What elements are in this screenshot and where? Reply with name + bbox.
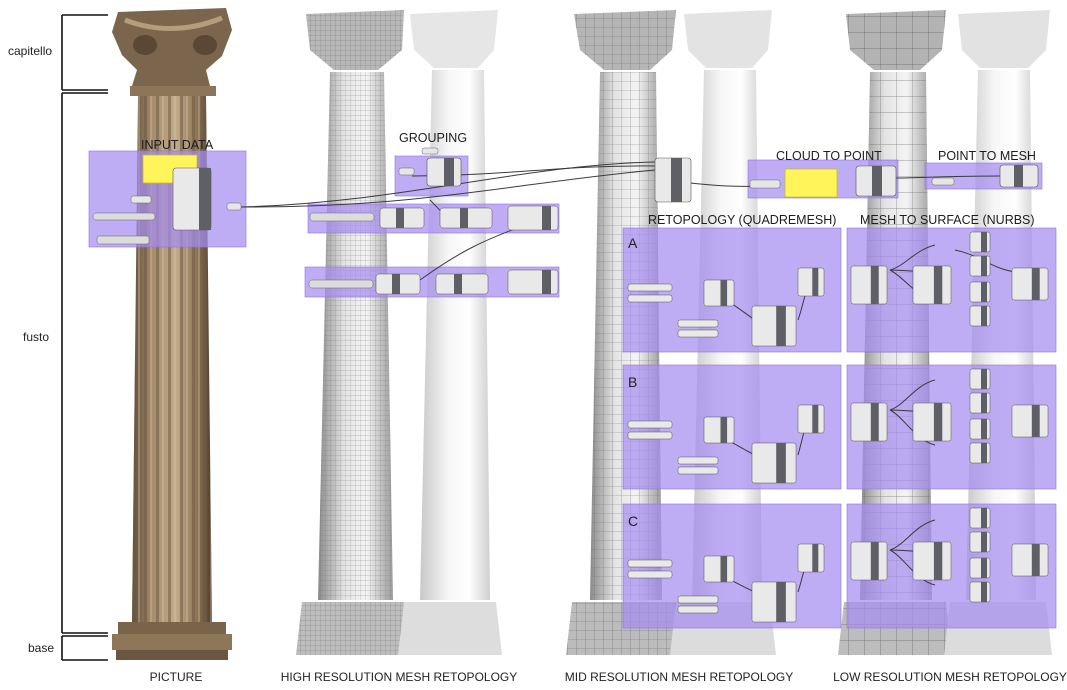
component-node bbox=[627, 570, 673, 579]
component-node bbox=[751, 442, 797, 484]
component-node bbox=[797, 404, 825, 434]
component-node bbox=[797, 543, 825, 573]
component-node-bar bbox=[981, 306, 987, 326]
component-node bbox=[797, 267, 825, 297]
component-node bbox=[627, 431, 673, 440]
component-node bbox=[1011, 404, 1049, 438]
variant-letter-b: B bbox=[628, 374, 638, 390]
component-node bbox=[751, 305, 797, 347]
component-nodes bbox=[92, 147, 1039, 295]
label-capitello: capitello bbox=[8, 44, 53, 58]
component-node-bar bbox=[981, 256, 987, 276]
component-node bbox=[912, 265, 952, 305]
side-bracket bbox=[61, 14, 108, 661]
component-node-bar bbox=[776, 582, 786, 622]
component-node-bar bbox=[981, 369, 987, 389]
label-base: base bbox=[28, 641, 55, 655]
component-node-bar bbox=[981, 508, 987, 528]
component-node-bar bbox=[981, 443, 987, 463]
title-cloud-to-point: CLOUD TO POINT bbox=[776, 149, 882, 163]
caption-mid-res: MID RESOLUTION MESH RETOPOLOGY bbox=[564, 670, 794, 684]
component-node bbox=[912, 402, 952, 442]
column-photo bbox=[112, 8, 232, 660]
component-node bbox=[703, 416, 735, 444]
component-node-bar bbox=[981, 232, 987, 252]
component-node bbox=[677, 595, 719, 604]
component-node bbox=[703, 279, 735, 307]
component-node-bar bbox=[812, 405, 819, 433]
caption-high-res: HIGH RESOLUTION MESH RETOPOLOGY bbox=[280, 670, 518, 684]
component-node-bar bbox=[933, 266, 943, 304]
component-node bbox=[1011, 543, 1049, 577]
component-node bbox=[850, 265, 888, 305]
component-node-bar bbox=[776, 306, 786, 346]
component-node-bar bbox=[981, 419, 987, 439]
component-node bbox=[703, 555, 735, 583]
label-fusto: fusto bbox=[23, 330, 50, 344]
component-node-bar bbox=[1031, 268, 1040, 300]
component-node-bar bbox=[1031, 544, 1040, 576]
caption-low-res: LOW RESOLUTION MESH RETOPOLOGY bbox=[833, 670, 1067, 684]
component-node-bar bbox=[933, 542, 943, 580]
title-input-data: INPUT DATA bbox=[141, 138, 214, 152]
component-node-bar bbox=[720, 280, 728, 306]
component-node bbox=[1011, 267, 1049, 301]
component-node-bar bbox=[933, 403, 943, 441]
variant-letter-c: C bbox=[628, 513, 639, 529]
component-node-bar bbox=[1031, 405, 1040, 437]
component-node bbox=[677, 319, 719, 328]
component-node-bar bbox=[870, 266, 879, 304]
component-node bbox=[677, 466, 719, 475]
grasshopper-groups bbox=[88, 150, 1057, 629]
component-node-bar bbox=[870, 403, 879, 441]
high-res-smooth-column bbox=[398, 10, 502, 655]
title-point-to-mesh: POINT TO MESH bbox=[938, 149, 1036, 163]
component-node-bar bbox=[981, 558, 987, 578]
component-node bbox=[627, 559, 673, 568]
component-node-bar bbox=[981, 532, 987, 552]
component-node-bar bbox=[981, 582, 987, 602]
component-node bbox=[627, 294, 673, 303]
component-node-bar bbox=[870, 542, 879, 580]
component-node bbox=[677, 456, 719, 465]
component-node bbox=[677, 329, 719, 338]
component-node bbox=[751, 581, 797, 623]
variant-letter-a: A bbox=[628, 235, 638, 251]
component-node-bar bbox=[981, 282, 987, 302]
caption-picture: PICTURE bbox=[149, 670, 203, 684]
component-node-bar bbox=[720, 556, 728, 582]
component-node-bar bbox=[720, 417, 728, 443]
component-node bbox=[850, 402, 888, 442]
title-mesh-to-surface: MESH TO SURFACE (NURBS) bbox=[860, 213, 1035, 227]
high-res-wire-column bbox=[296, 10, 412, 655]
component-node bbox=[677, 605, 719, 614]
component-node bbox=[850, 541, 888, 581]
component-node-bar bbox=[776, 443, 786, 483]
component-node bbox=[627, 420, 673, 429]
variant-row-nodes bbox=[627, 231, 1049, 623]
component-node bbox=[912, 541, 952, 581]
title-grouping: GROUPING bbox=[399, 131, 468, 145]
title-retopology: RETOPOLOGY (QUADREMESH) bbox=[648, 213, 837, 227]
component-node bbox=[627, 283, 673, 292]
panel-cloud-info bbox=[784, 168, 838, 198]
component-node-bar bbox=[981, 393, 987, 413]
component-node-bar bbox=[812, 268, 819, 296]
component-node-bar bbox=[812, 544, 819, 572]
